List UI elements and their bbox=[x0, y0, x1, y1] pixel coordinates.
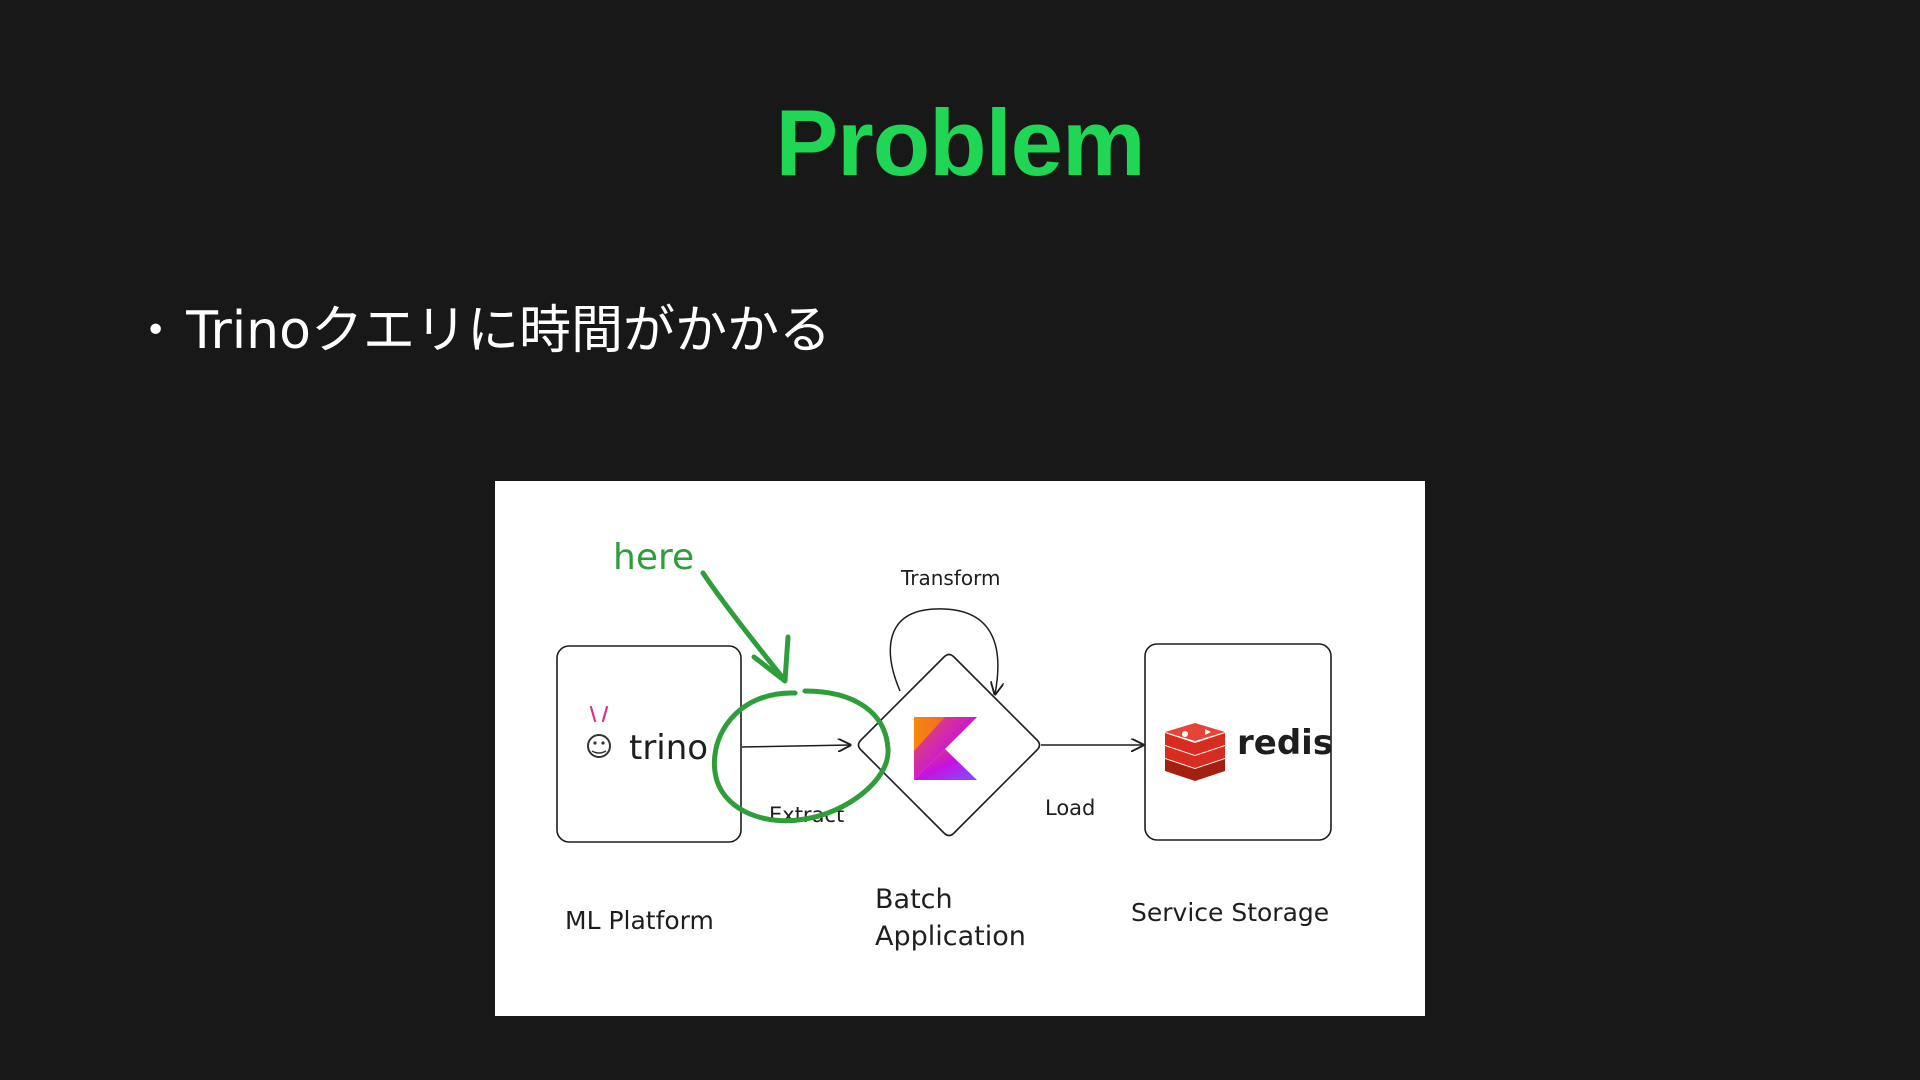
service-storage-box bbox=[1144, 643, 1332, 841]
annotation-arrow bbox=[700, 570, 786, 681]
service-storage-caption: Service Storage bbox=[1131, 898, 1329, 927]
batch-caption-line2: Application bbox=[875, 921, 1026, 952]
bullet-item: • Trinoクエリに時間がかかる bbox=[145, 296, 831, 366]
slide-title: Problem bbox=[775, 90, 1145, 195]
kotlin-icon bbox=[914, 717, 977, 780]
bullet-dot: • bbox=[145, 310, 167, 351]
bullet-text: Trinoクエリに時間がかかる bbox=[186, 301, 831, 361]
annotation-arrowhead bbox=[751, 634, 791, 684]
annotation-circle bbox=[711, 688, 891, 824]
batch-caption-line1: Batch bbox=[875, 884, 953, 915]
redis-icon bbox=[1165, 723, 1225, 781]
etl-diagram: trino ML Platform Extract Batch Applicat… bbox=[495, 481, 1425, 1016]
trino-logo-text: trino bbox=[629, 728, 708, 768]
redis-logo-text: redis bbox=[1237, 723, 1333, 763]
extract-arrow bbox=[741, 745, 850, 747]
here-annotation: here bbox=[613, 537, 694, 578]
ml-platform-caption: ML Platform bbox=[565, 906, 714, 935]
diagram-canvas: trino ML Platform Extract Batch Applicat… bbox=[556, 537, 1333, 952]
load-label: Load bbox=[1045, 796, 1095, 820]
transform-loop bbox=[889, 608, 998, 694]
transform-label: Transform bbox=[900, 566, 1000, 590]
ml-platform-box bbox=[556, 645, 742, 843]
extract-label: Extract bbox=[769, 803, 844, 827]
batch-diamond bbox=[857, 653, 1041, 837]
trino-bunny-icon bbox=[587, 705, 611, 758]
